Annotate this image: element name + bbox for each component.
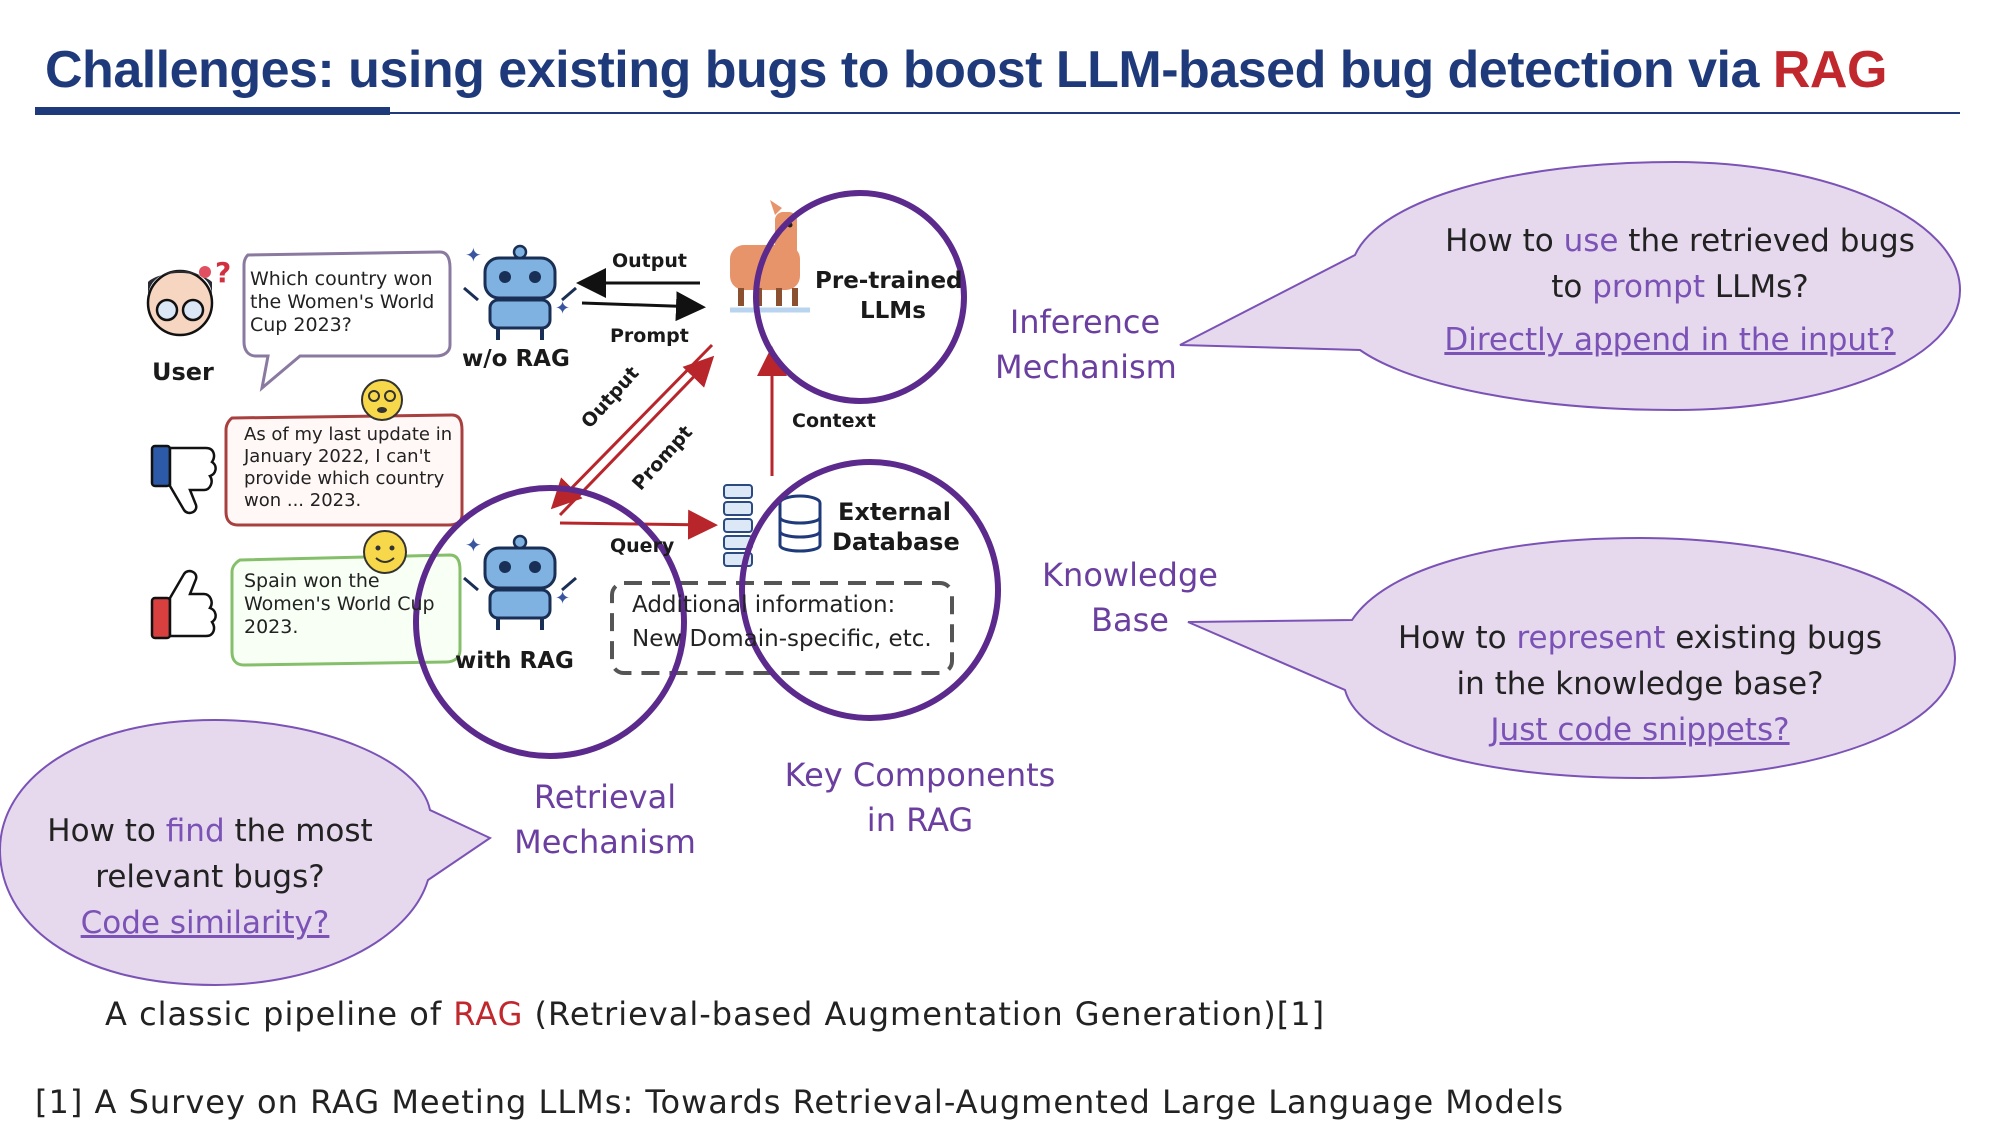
server-stack-icon: [723, 484, 753, 567]
slide-title: Challenges: using existing bugs to boost…: [45, 40, 1887, 100]
additional-info-line1: Additional information:: [632, 592, 896, 618]
retrieval-question: How to find the most relevant bugs?: [47, 813, 373, 895]
knowledge-label-line2: Base: [1091, 601, 1169, 639]
key-components-line1: Key Components: [784, 756, 1056, 794]
svg-text:✦: ✦: [555, 588, 570, 608]
key-components-line2: in RAG: [866, 801, 974, 839]
additional-info-box: [610, 581, 954, 675]
inference-mechanism-label: Inference Mechanism: [995, 300, 1177, 390]
query-arrow: [559, 509, 718, 540]
output-label: Output: [612, 250, 687, 272]
query-label: Query: [610, 535, 675, 557]
retrieval-balloon: [0, 718, 493, 987]
inference-label-line1: Inference: [1009, 303, 1161, 341]
llm-label-line2: LLMs: [860, 298, 926, 324]
confused-emoji-icon: [361, 379, 403, 421]
knowledge-base-label: Knowledge Base: [1030, 553, 1230, 643]
knowledge-ring: [739, 459, 1001, 721]
user-question-text: Which country won the Women's World Cup …: [250, 268, 435, 336]
context-label: Context: [792, 410, 876, 432]
db-label-line2: Database: [832, 528, 960, 556]
diagram-caption: A classic pipeline of RAG (Retrieval-bas…: [105, 995, 1326, 1033]
prompt-arrow: [581, 291, 706, 322]
bad-answer-bubble: [224, 413, 464, 527]
wo-rag-label: w/o RAG: [462, 346, 570, 372]
inference-question: How to use the retrieved bugs to prompt …: [1445, 223, 1915, 305]
retrieval-label-line2: Mechanism: [514, 823, 696, 861]
db-label-line1: External: [838, 498, 951, 526]
retrieval-mechanism-label: Retrieval Mechanism: [505, 775, 705, 865]
thumbs-up-icon: [150, 569, 217, 640]
title-underline-accent: [35, 107, 390, 115]
title-accent-text: RAG: [1772, 41, 1888, 99]
thumbs-down-icon: [150, 444, 217, 515]
inference-label-line2: Mechanism: [995, 348, 1177, 386]
additional-info-line2: New Domain-specific, etc.: [632, 626, 932, 652]
good-answer-bubble: [230, 553, 462, 667]
inference-answer-link[interactable]: Directly append in the input?: [1444, 322, 1896, 358]
inference-ring: [753, 190, 967, 404]
knowledge-answer-link[interactable]: Just code snippets?: [1490, 712, 1790, 748]
knowledge-balloon: [1187, 536, 1957, 780]
llama-llm-icon: [730, 200, 810, 313]
user-avatar-icon: ?: [146, 256, 231, 337]
title-main-text: Challenges: using existing bugs to boost…: [45, 41, 1773, 99]
svg-text:✦: ✦: [465, 535, 482, 557]
retrieval-label-line1: Retrieval: [533, 778, 677, 816]
prompt-label: Prompt: [610, 325, 689, 347]
user-label: User: [152, 358, 214, 386]
key-components-label: Key Components in RAG: [780, 753, 1060, 843]
knowledge-question: How to represent existing bugs in the kn…: [1397, 620, 1883, 702]
happy-emoji-icon: [363, 530, 407, 574]
robot-with-rag-icon: ✦ ✦: [463, 534, 577, 630]
retrieval-answer-link[interactable]: Code similarity?: [80, 905, 330, 941]
knowledge-label-line1: Knowledge: [1042, 556, 1218, 594]
svg-text:✦: ✦: [465, 245, 482, 267]
user-question-bubble: [242, 250, 452, 392]
inference-balloon: [1179, 160, 1962, 412]
with-rag-label: with RAG: [455, 648, 574, 674]
retrieval-ring: [413, 485, 687, 759]
database-icon: [778, 494, 822, 553]
llm-label-line1: Pre-trained: [815, 268, 963, 294]
prompt-diag-arrow: [558, 355, 715, 517]
robot-wo-rag-icon: ✦ ✦: [463, 244, 577, 340]
good-answer-text: Spain won the Women's World Cup 2023.: [244, 570, 435, 638]
svg-text:?: ?: [215, 256, 231, 289]
reference-footnote: [1] A Survey on RAG Meeting LLMs: Toward…: [35, 1083, 1565, 1121]
bad-answer-text: As of my last update in January 2022, I …: [244, 424, 453, 511]
svg-text:✦: ✦: [555, 298, 570, 318]
